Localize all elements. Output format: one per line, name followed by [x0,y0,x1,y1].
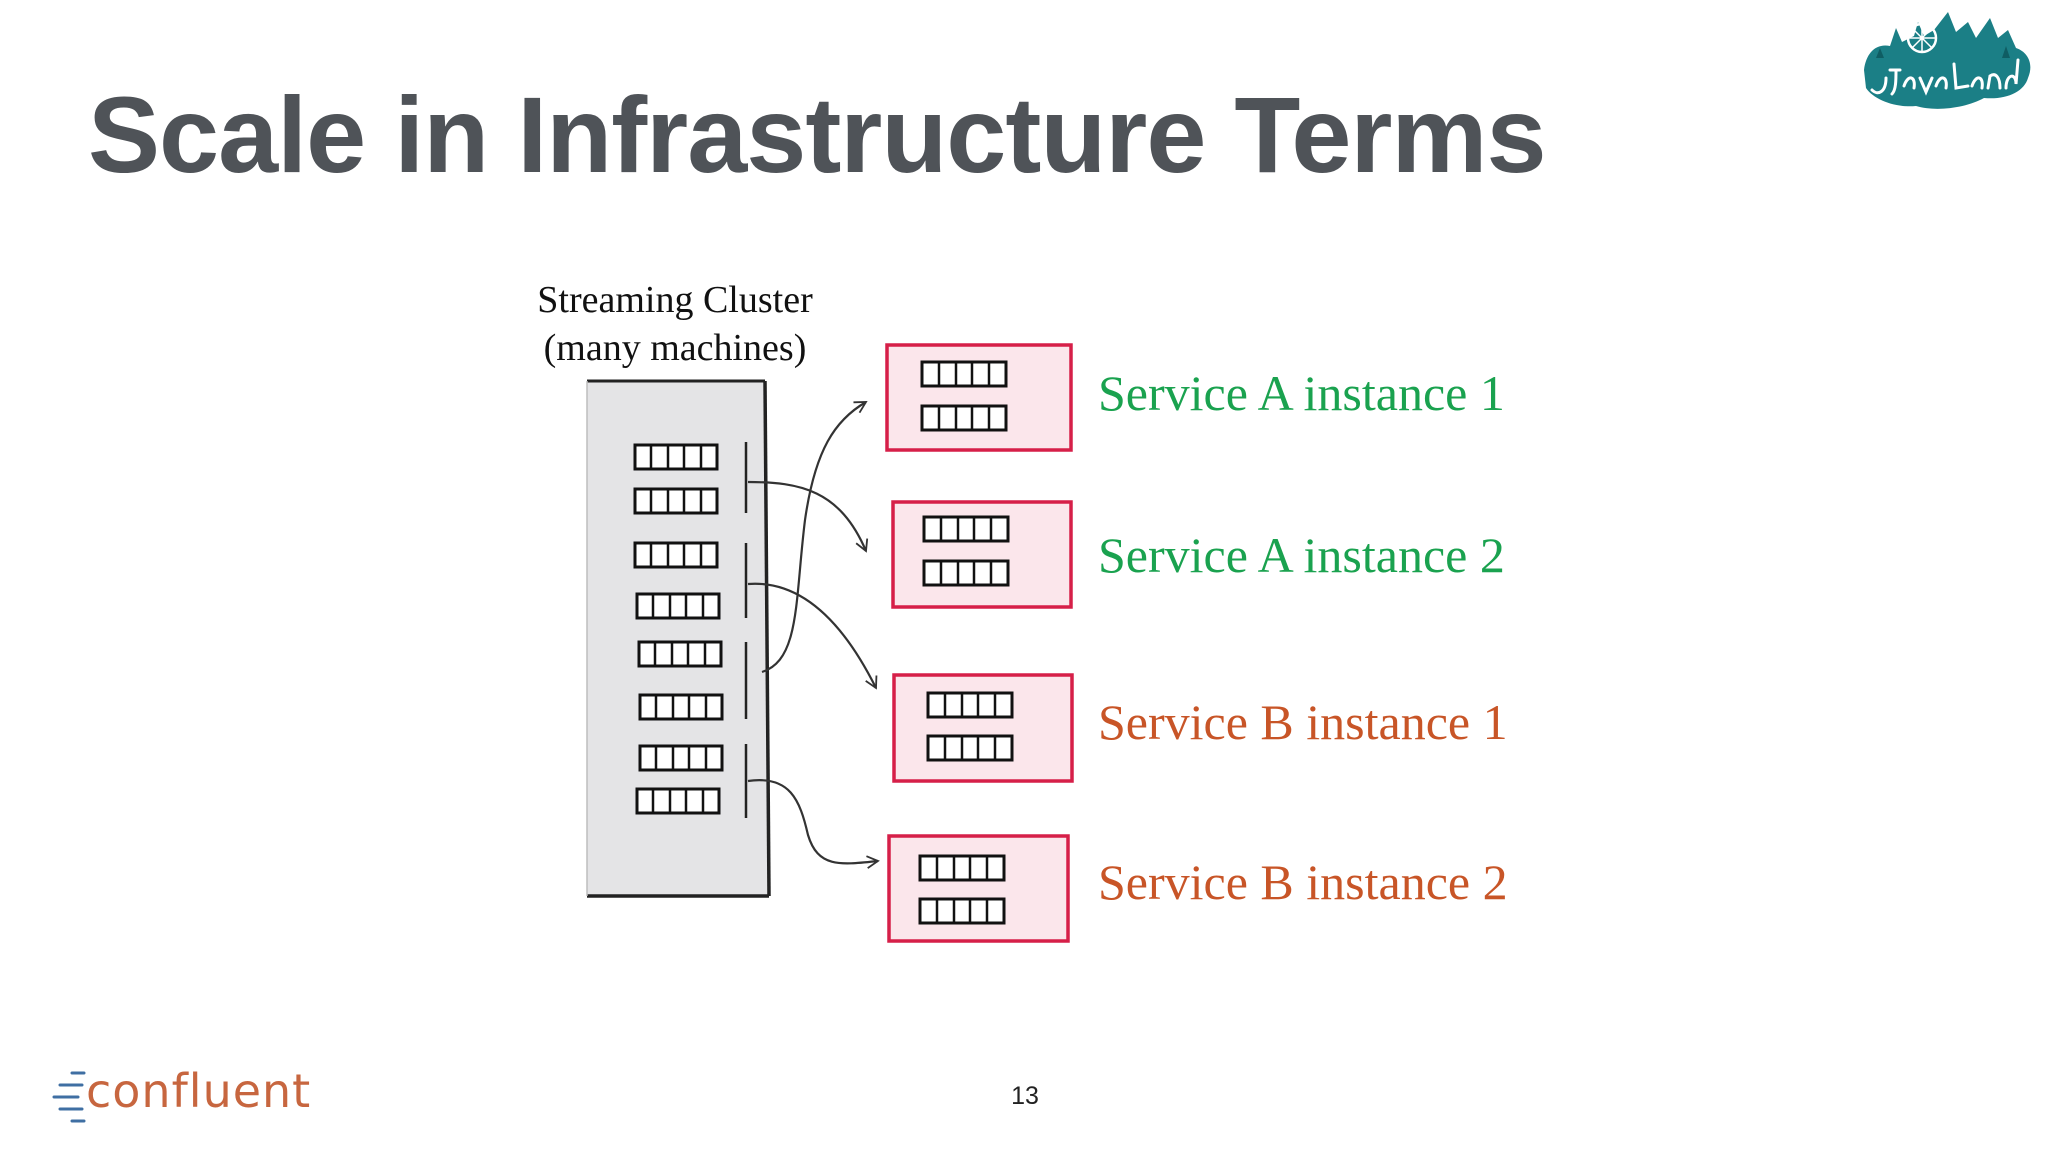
service-a-instance-1-label: Service A instance 1 [1098,365,1505,421]
cluster-label-line1: Streaming Cluster [537,279,813,321]
service-a-instance-2-box [891,500,1073,609]
partition-block [638,744,724,772]
partition-block [635,592,721,620]
cluster-label: Streaming Cluster (many machines) [480,276,870,372]
slide-title: Scale in Infrastructure Terms [88,74,1547,195]
partition-block [633,487,719,515]
javaland-logo [1864,12,2031,109]
partition-block [637,640,723,668]
arrow-to-service-b-instance-1 [747,582,878,690]
service-b-instance-2-box [887,834,1070,943]
service-b-instance-2-label: Service B instance 2 [1098,854,1508,910]
service-b-instance-1-box [892,673,1074,783]
service-a-instance-1-box [885,343,1073,452]
arrow-to-service-b-instance-2 [747,779,880,869]
partition-block [635,787,721,815]
arrow-to-service-a-instance-1 [761,401,868,674]
confluent-logo-text: confluent [86,1064,312,1118]
partition-block [633,541,719,569]
partition-block [633,443,719,471]
service-b-instance-1-label: Service B instance 1 [1098,694,1508,750]
assignment-arrows [747,401,880,869]
service-a-instance-2-label: Service A instance 2 [1098,527,1505,583]
arrow-to-service-a-instance-2 [747,480,869,553]
page-number: 13 [1011,1082,1039,1110]
confluent-mark-icon [52,1071,86,1123]
partition-block [638,693,724,721]
cluster-label-line2: (many machines) [543,327,807,369]
cluster-partitions [633,443,724,815]
